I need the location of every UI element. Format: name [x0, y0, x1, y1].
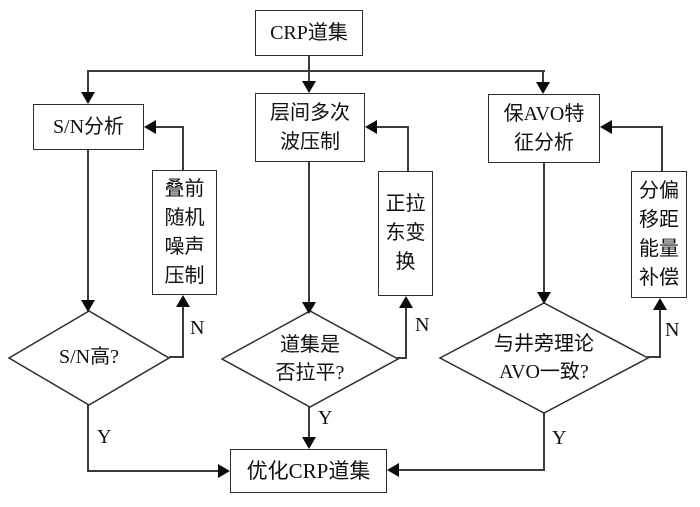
node-optimized-crp-gather: 优化CRP道集	[230, 449, 387, 493]
connector-line	[661, 127, 663, 172]
arrowhead-up-icon	[176, 295, 190, 307]
decision-gather-flat-label: 道集是 否拉平?	[275, 334, 345, 384]
node-avo-feature-analysis-label: 保AVO特 征分析	[503, 102, 585, 154]
connector-line	[398, 469, 545, 471]
connector-line	[542, 70, 544, 84]
connector-line	[612, 126, 663, 128]
edge-label-yes-middle: Y	[318, 407, 333, 429]
diamond-gather-flat	[220, 310, 400, 408]
connector-line	[182, 127, 184, 171]
arrowhead-down-icon	[81, 300, 95, 312]
node-crp-gather-label: CRP道集	[270, 21, 348, 44]
connector-line	[155, 126, 184, 128]
arrowhead-left-icon	[600, 120, 612, 134]
edge-label-no-middle: N	[415, 314, 430, 336]
node-sn-analysis-label: S/N分析	[52, 115, 125, 138]
node-avo-feature-analysis: 保AVO特 征分析	[488, 94, 600, 163]
arrowhead-up-icon	[399, 296, 413, 308]
edge-label-yes-left: Y	[97, 426, 112, 448]
arrowhead-down-icon	[536, 82, 550, 94]
edge-label-yes-right: Y	[552, 427, 567, 449]
diamond-sn-high	[7, 310, 171, 406]
connector-line	[647, 356, 661, 358]
node-crp-gather: CRP道集	[255, 10, 363, 56]
arrowhead-down-icon	[81, 92, 95, 104]
decision-sn-high-label: S/N高?	[59, 346, 119, 368]
connector-line	[308, 56, 310, 72]
arrowhead-left-icon	[365, 120, 377, 134]
node-prestack-noise-suppression: 叠前 随机 噪声 压制	[152, 170, 217, 295]
connector-line	[87, 70, 89, 94]
connector-line	[405, 308, 407, 359]
node-sn-analysis: S/N分析	[33, 104, 144, 150]
connector-line	[308, 407, 310, 439]
connector-line	[182, 306, 184, 358]
connector-line	[88, 70, 545, 72]
arrowhead-down-icon	[537, 292, 551, 304]
node-radon-transform-label: 正拉 东变 换	[385, 193, 426, 273]
connector-line	[543, 163, 545, 294]
decision-avo-match-label: 与井旁理论 AVO一致?	[494, 333, 594, 383]
connector-line	[659, 310, 661, 358]
node-multiple-suppression-label: 层间多次 波压制	[270, 101, 350, 153]
decision-gather-flat: 道集是 否拉平?	[240, 330, 380, 388]
arrowhead-left-icon	[387, 463, 399, 477]
connector-line	[543, 413, 545, 471]
node-offset-energy-compensation: 分偏 移距 能量 补偿	[631, 171, 687, 298]
node-radon-transform: 正拉 东变 换	[378, 171, 433, 296]
node-prestack-noise-suppression-label: 叠前 随机 噪声 压制	[164, 177, 205, 287]
edge-label-no-left: N	[190, 317, 205, 339]
diamond-avo-match	[438, 302, 650, 414]
connector-line	[308, 162, 310, 303]
connector-line	[308, 70, 310, 83]
connector-line	[397, 357, 407, 359]
node-optimized-crp-gather-label: 优化CRP道集	[246, 458, 371, 483]
connector-line	[87, 470, 219, 472]
arrowhead-down-icon	[302, 81, 316, 93]
arrowhead-up-icon	[653, 298, 667, 310]
connector-line	[169, 356, 184, 358]
arrowhead-down-icon	[302, 302, 316, 314]
edge-label-no-right: N	[665, 319, 680, 341]
connector-line	[407, 127, 409, 172]
arrowhead-left-icon	[144, 120, 156, 134]
node-multiple-suppression: 层间多次 波压制	[255, 93, 365, 162]
arrowhead-down-icon	[302, 437, 316, 449]
connector-line	[87, 404, 89, 472]
decision-sn-high: S/N高?	[19, 335, 159, 379]
connector-line	[87, 150, 89, 302]
connector-line	[377, 126, 409, 128]
decision-avo-match: 与井旁理论 AVO一致?	[454, 327, 634, 389]
node-offset-energy-compensation-label: 分偏 移距 能量 补偿	[639, 179, 679, 289]
arrowhead-right-icon	[218, 464, 230, 478]
